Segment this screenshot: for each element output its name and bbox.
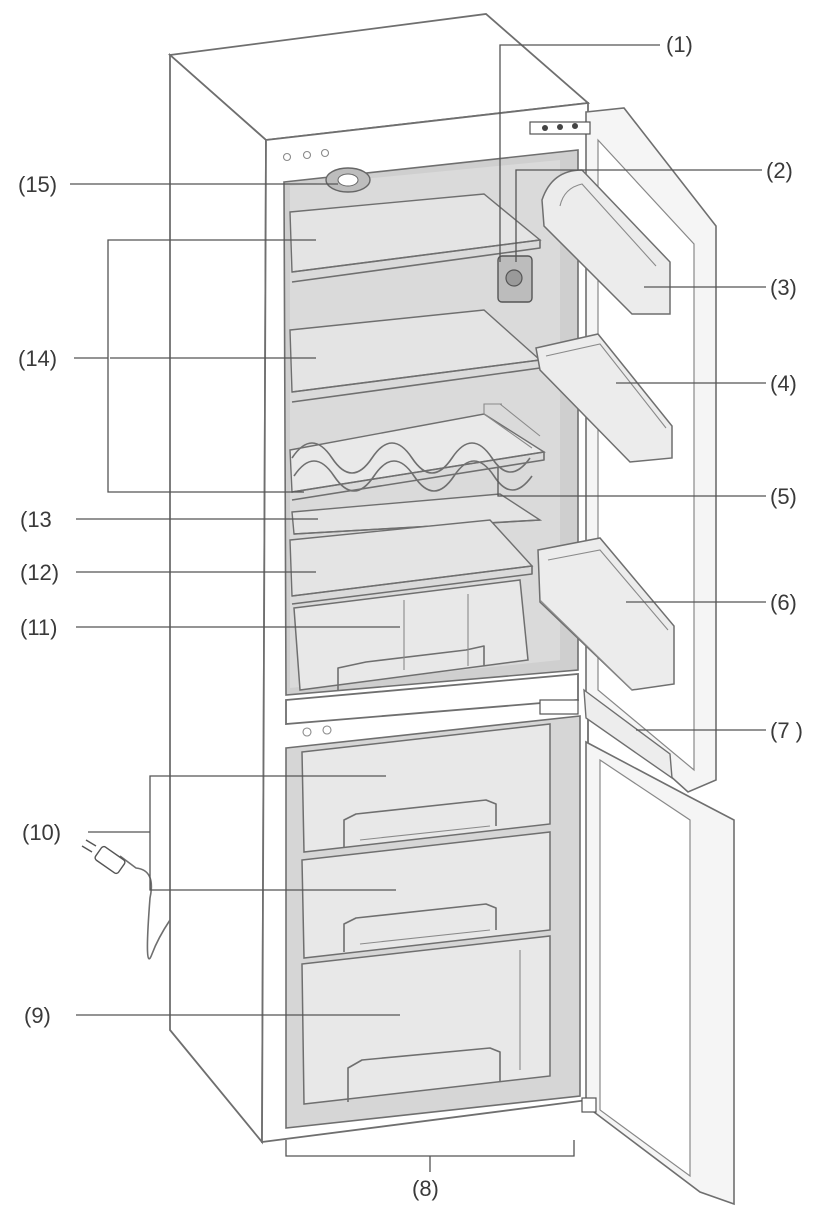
temperature-control	[497, 255, 533, 303]
freezer-drawer-large	[301, 935, 551, 1105]
freezer-door	[581, 740, 735, 1206]
bottle-shelf	[537, 537, 675, 691]
compartment-divider	[285, 673, 579, 737]
callout-10: (10)	[22, 820, 61, 845]
freezer-drawer	[301, 831, 551, 959]
callout-7: (7 )	[770, 718, 803, 743]
callout-14: (14)	[18, 346, 57, 371]
butter-compartment	[541, 169, 671, 315]
callout-6: (6)	[770, 590, 797, 615]
callout-4: (4)	[770, 371, 797, 396]
callout-13: (13	[20, 507, 52, 532]
callout-9: (9)	[24, 1003, 51, 1028]
vegetable-crisper	[293, 579, 529, 691]
interior-light	[325, 167, 371, 193]
callout-1: (1)	[666, 32, 693, 57]
power-cord	[81, 839, 171, 960]
glass-shelf	[289, 193, 542, 283]
callout-12: (12)	[20, 560, 59, 585]
callout-8: (8)	[412, 1176, 439, 1201]
crisper-cover	[289, 519, 534, 605]
leader-lines	[70, 44, 766, 1172]
callout-5: (5)	[770, 484, 797, 509]
door-bottom-section	[583, 688, 673, 780]
door-shelf	[535, 333, 673, 463]
callout-11: (11)	[20, 615, 58, 640]
freezer-drawer	[301, 723, 551, 853]
callout-15: (15)	[18, 172, 57, 197]
callout-2: (2)	[766, 158, 793, 183]
callout-3: (3)	[770, 275, 797, 300]
bottle-rack	[289, 403, 546, 501]
